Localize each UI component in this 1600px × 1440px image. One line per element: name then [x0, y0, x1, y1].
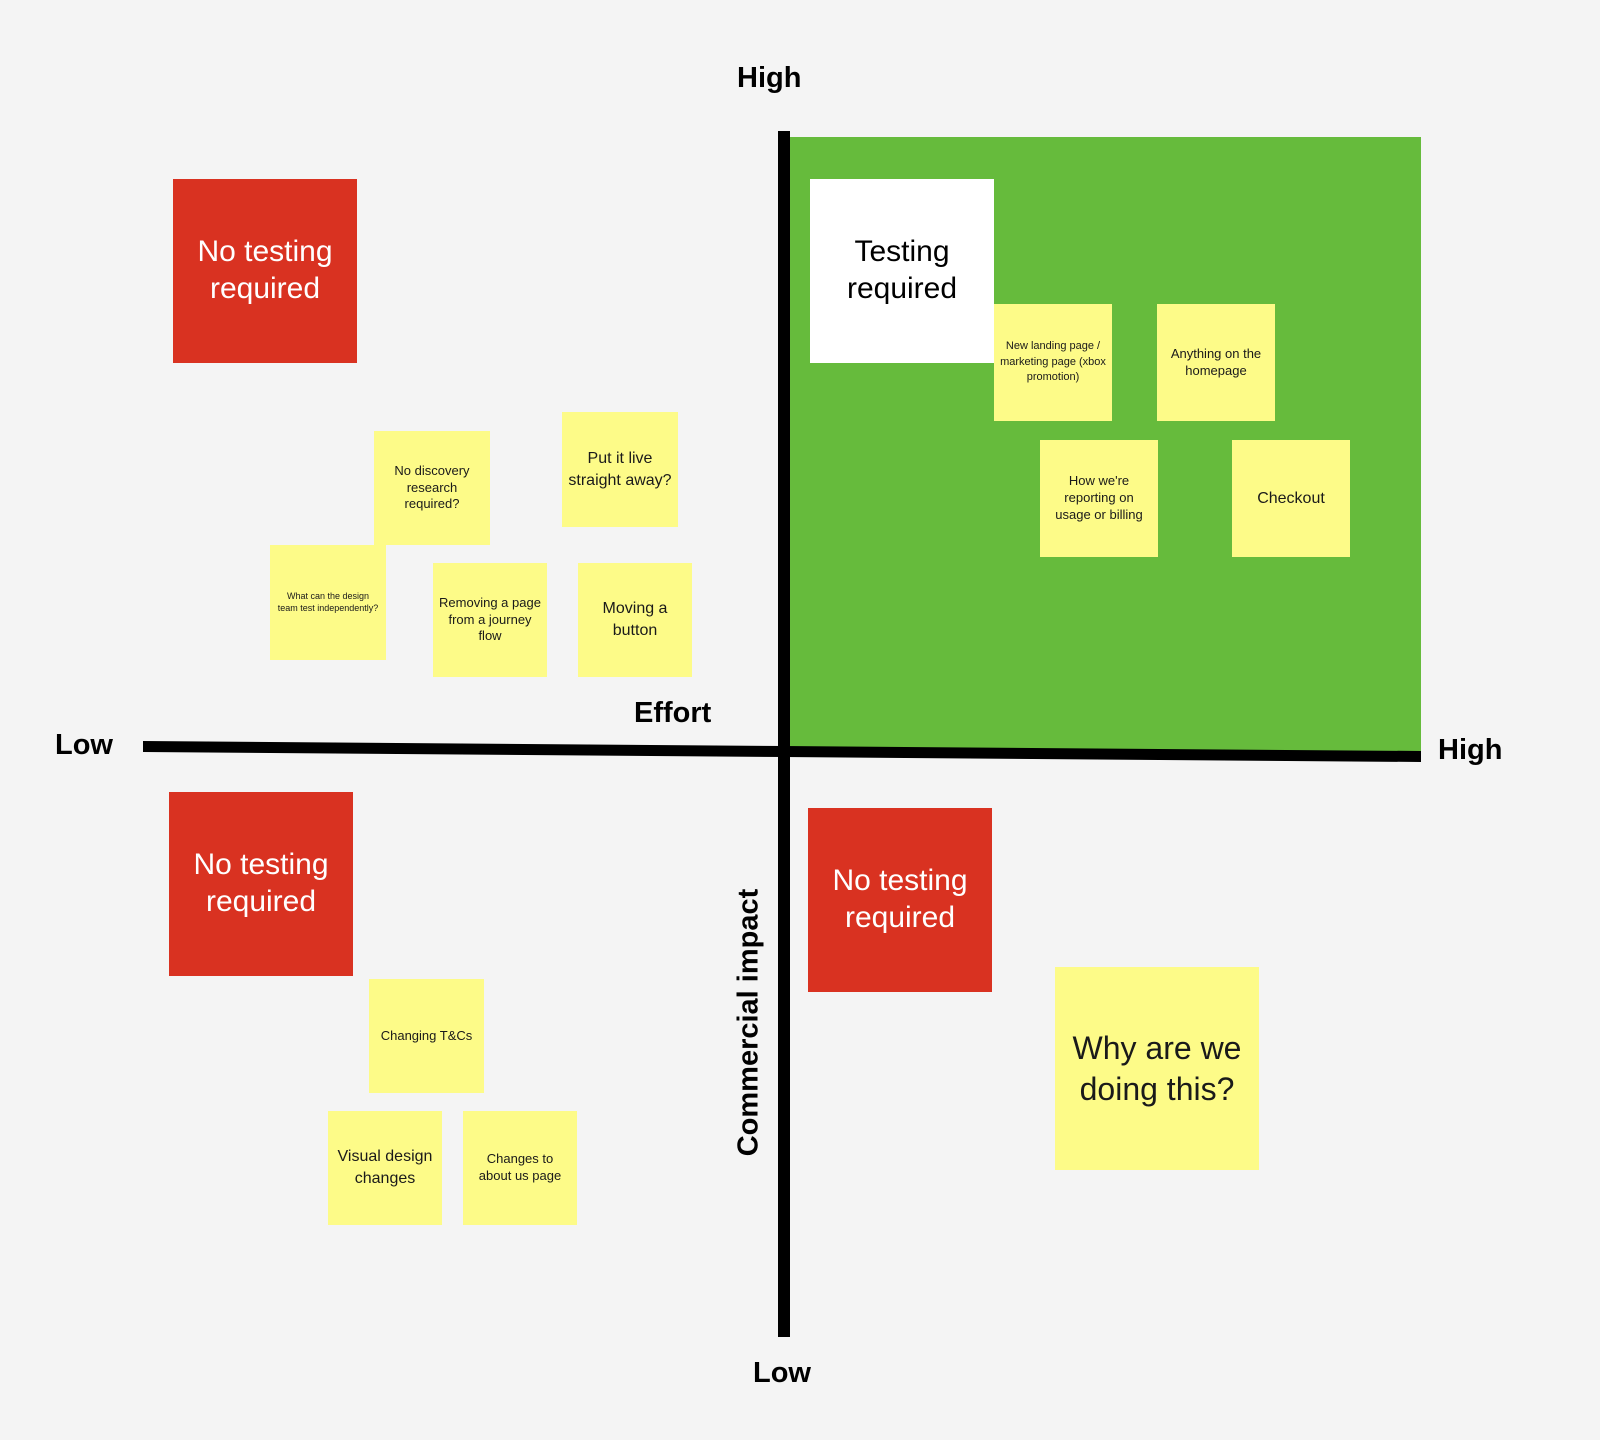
sticky-homepage: Anything on the homepage: [1157, 304, 1275, 421]
sticky-no-discovery-research: No discovery research required?: [374, 431, 490, 545]
effort-axis-title: Effort: [634, 697, 712, 729]
sticky-visual-design-changes: Visual design changes: [328, 1111, 442, 1225]
horizontal-axis-high-label: High: [1438, 734, 1503, 766]
sticky-removing-page: Removing a page from a journey flow: [433, 563, 547, 677]
horizontal-axis-low-label: Low: [55, 729, 113, 761]
sticky-put-it-live: Put it live straight away?: [562, 412, 678, 527]
sticky-reporting-usage-billing: How we're reporting on usage or billing: [1040, 440, 1158, 557]
commercial-impact-axis-title-wrap: Commercial impact: [649, 888, 849, 1156]
sticky-moving-button: Moving a button: [578, 563, 692, 677]
sticky-checkout: Checkout: [1232, 440, 1350, 557]
bottom-right-no-testing-card: No testing required: [808, 808, 992, 992]
sticky-new-landing-page: New landing page / marketing page (xbox …: [994, 304, 1112, 421]
vertical-axis-high-label: High: [737, 62, 802, 94]
bottom-left-no-testing-card: No testing required: [169, 792, 353, 976]
vertical-axis-low-label: Low: [753, 1357, 811, 1389]
vertical-axis: [778, 131, 790, 1337]
sticky-why-doing-this: Why are we doing this?: [1055, 967, 1259, 1170]
sticky-about-us-page: Changes to about us page: [463, 1111, 577, 1225]
commercial-impact-axis-title: Commercial impact: [732, 888, 765, 1156]
sticky-design-team-test: What can the design team test independen…: [270, 545, 386, 660]
top-right-testing-required-card: Testing required: [810, 179, 994, 363]
top-left-no-testing-card: No testing required: [173, 179, 357, 363]
sticky-changing-tcs: Changing T&Cs: [369, 979, 484, 1093]
